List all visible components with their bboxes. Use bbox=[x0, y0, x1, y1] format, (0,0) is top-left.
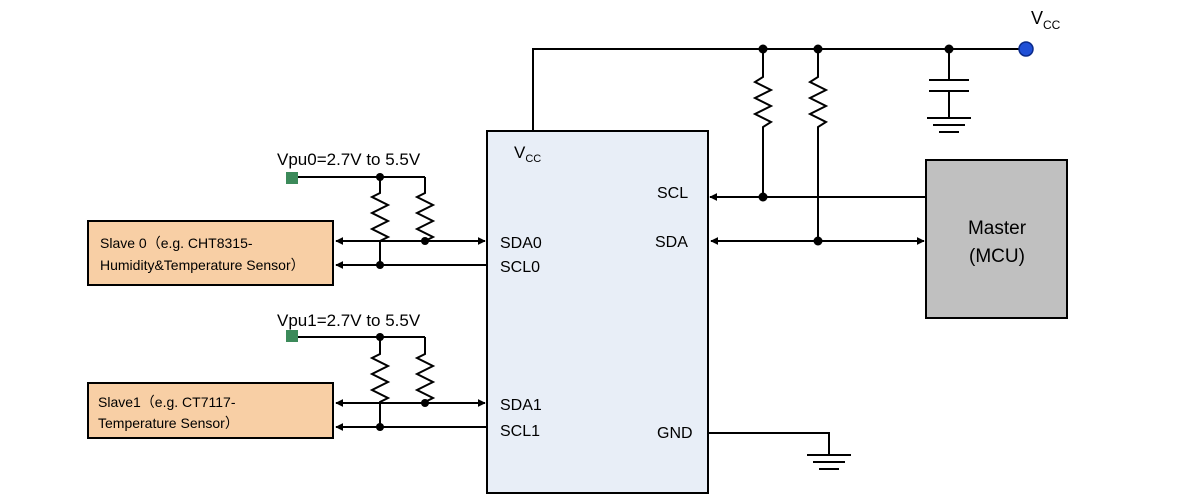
pin-scl-label: SCL bbox=[657, 185, 688, 202]
vcc-top-label: VCC bbox=[1031, 8, 1061, 32]
junction-dot bbox=[421, 399, 429, 407]
master-label-line2: (MCU) bbox=[969, 246, 1025, 267]
master-box bbox=[925, 159, 1068, 319]
junction-dot bbox=[758, 192, 768, 202]
pullup-resistor-scl1 bbox=[369, 337, 391, 427]
slave1-line1: Slave1（e.g. CT7117- bbox=[98, 394, 236, 410]
pullup-resistor-scl0 bbox=[369, 177, 391, 265]
slave0-line2: Humidity&Temperature Sensor） bbox=[100, 257, 305, 273]
ground-icon bbox=[807, 454, 851, 470]
vpu1-terminal bbox=[286, 330, 298, 342]
pin-scl1-label: SCL1 bbox=[500, 423, 540, 440]
slave0-box bbox=[87, 220, 334, 286]
vpu0-terminal bbox=[286, 172, 298, 184]
pin-sda-label: SDA bbox=[655, 234, 688, 251]
slave1-box bbox=[87, 382, 334, 439]
vpu0-label: Vpu0=2.7V to 5.5V bbox=[277, 150, 421, 169]
junction-dot bbox=[813, 236, 823, 246]
junction-dot bbox=[421, 237, 429, 245]
pullup-resistor-sda1 bbox=[414, 337, 436, 403]
decoupling-capacitor bbox=[929, 49, 969, 118]
mux-chip bbox=[486, 130, 709, 494]
master-label-line1: Master bbox=[968, 218, 1027, 239]
ground-icon bbox=[927, 117, 971, 133]
pin-gnd-label: GND bbox=[657, 425, 693, 442]
vpu1-label: Vpu1=2.7V to 5.5V bbox=[277, 311, 421, 330]
pin-scl0-label: SCL0 bbox=[500, 259, 540, 276]
junction-dot bbox=[376, 423, 384, 431]
gnd-line bbox=[708, 432, 830, 455]
pullup-resistor-sda bbox=[807, 49, 829, 241]
junction-dot bbox=[376, 261, 384, 269]
chip-vcc-label: VCC bbox=[514, 143, 541, 165]
pin-sda1-label: SDA1 bbox=[500, 397, 542, 414]
pullup-resistor-sda0 bbox=[414, 177, 436, 242]
slave0-line1: Slave 0（e.g. CHT8315- bbox=[100, 235, 253, 251]
slave1-line2: Temperature Sensor） bbox=[98, 415, 239, 431]
pin-sda0-label: SDA0 bbox=[500, 235, 542, 252]
vcc-terminal bbox=[1018, 41, 1034, 57]
pullup-resistor-scl bbox=[752, 49, 774, 197]
vcc-rail bbox=[532, 48, 1026, 131]
